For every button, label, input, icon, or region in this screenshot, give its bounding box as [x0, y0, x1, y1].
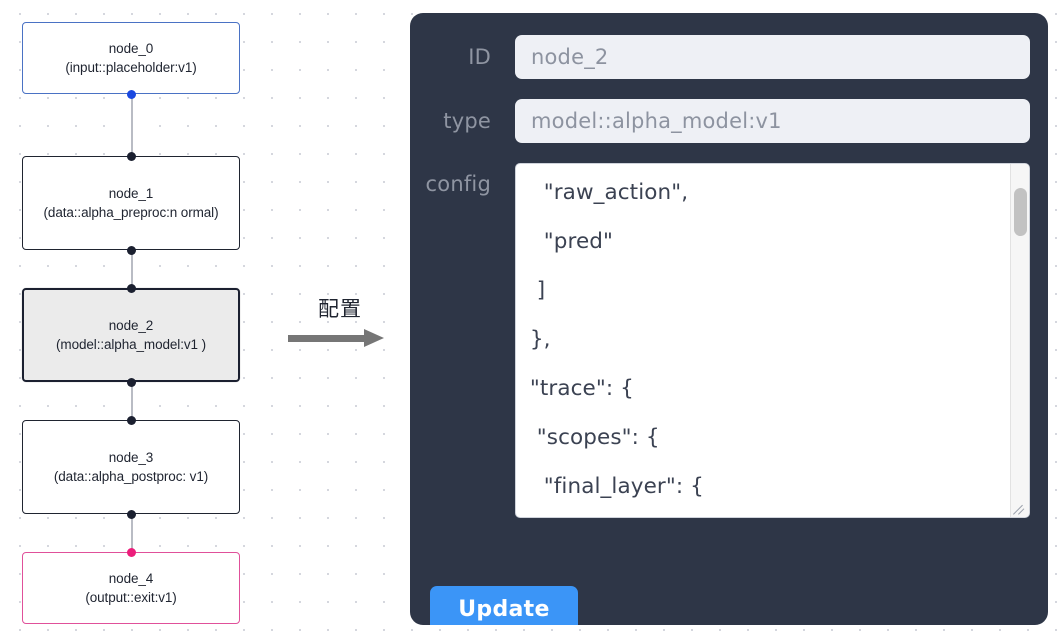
arrow-shaft	[288, 335, 366, 342]
node-id-label: node_3	[108, 450, 154, 465]
node-config-panel: ID node_2 type model::alpha_model:v1 con…	[410, 13, 1048, 625]
field-row-id: ID node_2	[410, 35, 1030, 79]
config-scrollbar-thumb[interactable]	[1014, 188, 1027, 236]
config-textarea-content[interactable]: "raw_action", "pred" ] }, "trace": { "sc…	[529, 180, 704, 499]
graph-node-node_1[interactable]: node_1 (data::alpha_preproc:n ormal)	[22, 156, 240, 250]
node-handle-node_1-target[interactable]	[127, 151, 136, 161]
annotation-label: 配置	[318, 297, 362, 321]
node-handle-node_0-source[interactable]	[127, 89, 136, 99]
edge-node2-node3	[130, 380, 133, 422]
node-type-label: (data::alpha_postproc: v1)	[53, 469, 209, 484]
node-handle-node_1-source[interactable]	[127, 245, 136, 255]
id-input[interactable]: node_2	[515, 35, 1030, 79]
node-type-label: (output::exit:v1)	[85, 590, 177, 605]
resize-handle-icon[interactable]	[1012, 500, 1028, 516]
graph-node-node_2[interactable]: node_2 (model::alpha_model:v1 )	[22, 288, 240, 382]
config-scrollbar[interactable]	[1010, 164, 1029, 517]
flow-annotation: 配置	[284, 296, 396, 349]
node-handle-node_4-target[interactable]	[127, 547, 136, 557]
graph-node-node_0[interactable]: node_0 (input::placeholder:v1)	[22, 22, 240, 94]
update-button[interactable]: Update	[430, 586, 578, 625]
graph-node-node_3[interactable]: node_3 (data::alpha_postproc: v1)	[22, 420, 240, 514]
right-arrow-icon	[284, 327, 396, 349]
node-type-label: (input::placeholder:v1)	[65, 60, 197, 75]
node-id-label: node_2	[108, 318, 154, 333]
config-field-label: config	[425, 172, 491, 196]
graph-node-node_4[interactable]: node_4 (output::exit:v1)	[22, 552, 240, 624]
node-id-label: node_4	[108, 571, 154, 586]
field-row-config: config "raw_action", "pred" ] }, "trace"…	[410, 163, 1030, 518]
edge-node0-node1	[130, 92, 133, 158]
node-handle-node_3-target[interactable]	[127, 415, 136, 425]
type-input[interactable]: model::alpha_model:v1	[515, 99, 1030, 143]
id-field-label: ID	[468, 45, 491, 69]
node-handle-node_2-source[interactable]	[127, 377, 136, 387]
type-field-label: type	[443, 109, 491, 133]
edge-node1-node2	[130, 248, 133, 290]
config-textarea[interactable]: "raw_action", "pred" ] }, "trace": { "sc…	[515, 163, 1030, 518]
node-handle-node_3-source[interactable]	[127, 509, 136, 519]
node-type-label: (data::alpha_preproc:n ormal)	[43, 205, 219, 220]
arrow-head	[364, 329, 384, 347]
node-id-label: node_1	[108, 186, 154, 201]
graph-canvas[interactable]: node_0 (input::placeholder:v1) node_1 (d…	[0, 0, 396, 643]
node-type-label: (model::alpha_model:v1 )	[56, 337, 206, 352]
node-id-label: node_0	[108, 41, 154, 56]
node-handle-node_2-target[interactable]	[127, 283, 136, 293]
field-row-type: type model::alpha_model:v1	[410, 99, 1030, 143]
edge-node3-node4	[130, 512, 133, 554]
